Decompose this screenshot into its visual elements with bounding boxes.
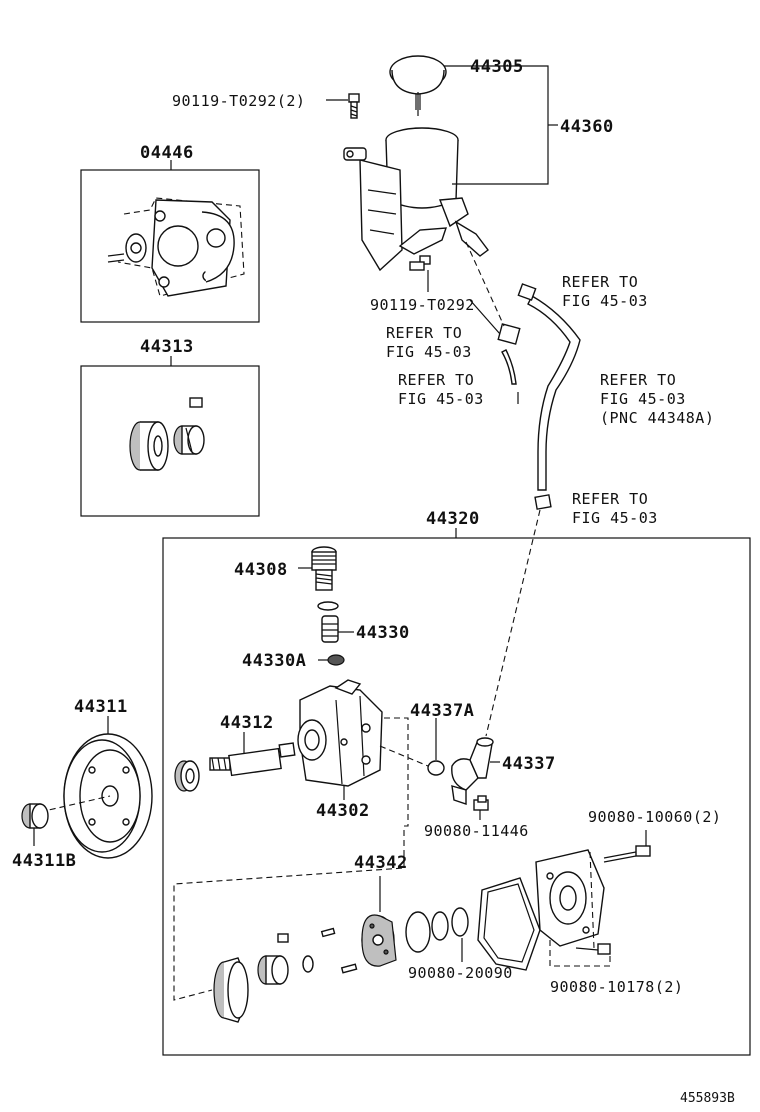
label-refer-3-line2: FIG 45-03 [398,390,484,408]
label-44308: 44308 [234,560,288,580]
label-44337A: 44337A [410,701,474,721]
label-refer-1-line1: REFER TO [562,273,638,291]
bolt-90080-10178[interactable] [575,943,611,955]
union-44337[interactable] [451,737,494,805]
oil-seal[interactable] [174,760,200,792]
box-44313 [80,365,260,517]
figure-id: 455893B [680,1091,735,1106]
nut-44311B[interactable] [21,803,49,829]
label-refer-2-line1: REFER TO [386,324,462,342]
label-44360: 44360 [560,117,614,137]
pump-body-44302[interactable] [297,679,383,787]
label-90080-11446: 90080-11446 [424,822,529,840]
label-44337: 44337 [502,754,556,774]
label-refer-4-line3: (PNC 44348A) [600,409,714,427]
seal-kit-44313[interactable] [129,397,205,471]
valve-44330[interactable] [321,615,339,643]
box-04446 [80,169,260,323]
label-44342: 44342 [354,853,408,873]
label-44330: 44330 [356,623,410,643]
gasket-kit-04446[interactable] [107,197,245,297]
label-44330A: 44330A [242,651,306,671]
label-refer-5-line1: REFER TO [572,490,648,508]
cartridge-44342[interactable] [361,914,397,967]
label-44311B: 44311B [12,851,76,871]
label-44313: 44313 [140,337,194,357]
label-44311: 44311 [74,697,128,717]
bolt-90080-10060[interactable] [603,845,651,863]
spring-44330A[interactable] [327,654,345,666]
label-90080-10178: 90080-10178(2) [550,978,683,996]
fitting-44308[interactable] [311,546,337,591]
label-90119-bottom: 90119-T0292 [370,296,475,314]
shaft-44312[interactable] [209,742,296,777]
label-44312: 44312 [220,713,274,733]
label-refer-5-line2: FIG 45-03 [572,509,658,527]
o-ring-44308[interactable] [317,601,339,611]
o-rings-90080-20090[interactable] [405,907,469,953]
o-ring-44337A[interactable] [427,760,445,776]
bolt-90080-11446[interactable] [473,795,489,811]
return-hose[interactable] [517,283,581,510]
rear-housing[interactable] [535,849,605,947]
label-refer-1-line2: FIG 45-03 [562,292,648,310]
label-44305: 44305 [470,57,524,77]
bolt-90119-bottom[interactable] [409,255,431,271]
label-90080-10060: 90080-10060(2) [588,808,721,826]
label-44320: 44320 [426,509,480,529]
bolt-90119-top[interactable] [348,93,360,119]
gasket-cover[interactable] [477,877,541,971]
label-90080-20090: 90080-20090 [408,964,513,982]
label-refer-4-line1: REFER TO [600,371,676,389]
label-04446: 04446 [140,143,194,163]
vane-rotor-parts[interactable] [213,927,358,1023]
label-refer-3-line1: REFER TO [398,371,474,389]
label-44302: 44302 [316,801,370,821]
label-refer-4-line2: FIG 45-03 [600,390,686,408]
pulley-44311[interactable] [63,733,153,859]
label-refer-2-line2: FIG 45-03 [386,343,472,361]
suction-hose-clamp[interactable] [497,323,521,404]
reservoir-tank-44360[interactable] [343,127,489,272]
label-90119-top: 90119-T0292(2) [172,92,305,110]
